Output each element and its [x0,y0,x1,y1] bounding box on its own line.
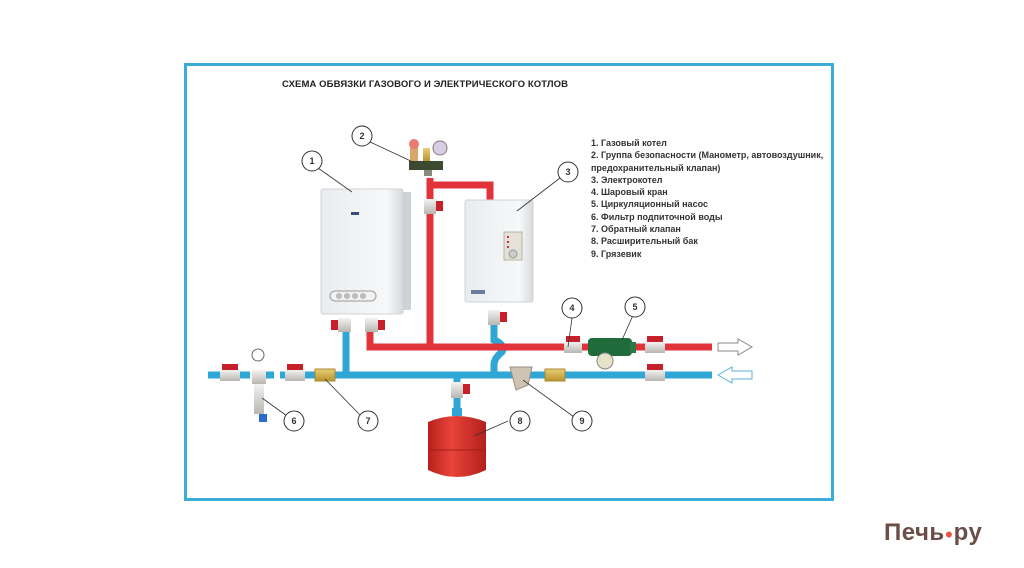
ball-valves [220,199,665,398]
svg-text:2: 2 [359,131,364,141]
watermark-logo: Печь●ру [884,519,982,547]
ball-valve[interactable] [645,364,665,381]
flame-icon: ● [944,525,954,542]
legend-item: 3. Электрокотел [591,174,663,185]
leader-lines [261,140,635,437]
legend-item: 5. Циркуляционный насос [591,199,708,210]
legend-item: 2. Группа безопасности (Манометр, автово… [591,150,824,161]
logo-text: Печь [884,519,945,546]
check-valve [314,368,336,382]
ball-valve[interactable] [220,364,240,381]
legend-item: предохранительный клапан) [591,162,721,173]
callout-8: 8 [509,410,531,432]
svg-text:5: 5 [632,302,637,312]
callout-2: 2 [351,125,373,147]
ball-valve[interactable] [564,336,582,353]
legend-item: 8. Расширительный бак [591,236,698,247]
svg-text:3: 3 [565,167,570,177]
legend: 1. Газовый котел 2. Группа безопасности … [591,137,831,260]
ball-valve[interactable] [285,364,305,381]
flow-in-arrow-icon [716,366,753,384]
svg-text:8: 8 [517,416,522,426]
legend-item: 7. Обратный клапан [591,224,681,235]
gas-boiler [320,188,411,315]
svg-text:4: 4 [569,303,574,313]
ball-valve[interactable] [488,310,507,325]
check-valve-2 [544,368,566,382]
callout-6: 6 [283,410,305,432]
ball-valve[interactable] [331,318,351,332]
svg-text:9: 9 [579,416,584,426]
callout-3: 3 [557,161,579,183]
callout-4: 4 [561,297,583,319]
mud-trap [509,366,533,391]
logo-suffix: ру [953,519,983,546]
circulation-pump [588,338,636,370]
legend-item: 6. Фильтр подпиточной воды [591,211,723,222]
flow-out-arrow-icon [717,338,754,356]
safety-group [409,139,448,176]
callout-9: 9 [571,410,593,432]
callout-5: 5 [624,296,646,318]
ball-valve[interactable] [645,336,665,353]
ball-valve[interactable] [424,199,443,214]
svg-text:1: 1 [309,156,314,166]
diagram-title: СХЕМА ОБВЯЗКИ ГАЗОВОГО И ЭЛЕКТРИЧЕСКОГО … [282,79,569,90]
diagram-frame [184,63,834,501]
ball-valve[interactable] [365,318,385,332]
svg-text:6: 6 [291,416,296,426]
make-up-water-filter [251,348,267,422]
callouts: 1 2 3 4 5 6 7 8 9 [283,125,646,432]
callout-7: 7 [357,410,379,432]
legend-item: 9. Грязевик [591,248,642,259]
ball-valve[interactable] [451,382,470,398]
legend-item: 4. Шаровый кран [591,187,668,198]
electric-boiler [464,199,534,303]
expansion-tank [428,408,486,477]
legend-item: 1. Газовый котел [591,138,667,148]
supply-pipe [366,178,712,351]
svg-text:7: 7 [365,416,370,426]
callout-1: 1 [301,150,323,172]
